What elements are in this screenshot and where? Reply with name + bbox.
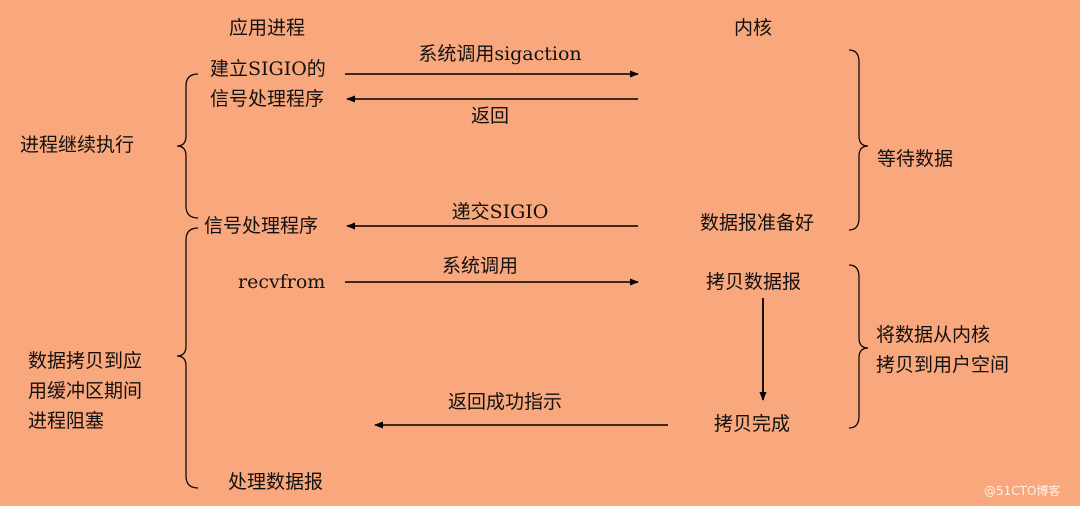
label-wait-data: 等待数据: [877, 148, 954, 170]
label-syscall: 系统调用: [441, 255, 518, 277]
label-process-blocked: 数据拷贝到应 用缓冲区期间 进程阻塞: [28, 346, 178, 436]
kernel-copy-datagram: 拷贝数据报: [706, 271, 802, 293]
label-process-blocked-line: 进程阻塞: [28, 410, 105, 432]
kernel-datagram-ready: 数据报准备好: [700, 212, 815, 234]
app-process-datagram: 处理数据报: [228, 471, 324, 493]
left-brace-blocked: [176, 227, 199, 489]
label-copy-to-user-line: 拷贝到用户空间: [876, 354, 1010, 376]
app-setup-handler: 建立SIGIO的 信号处理程序: [210, 54, 350, 114]
app-signal-handler: 信号处理程序: [204, 215, 319, 237]
label-copy-to-user-line: 将数据从内核: [876, 324, 991, 346]
header-app-process: 应用进程: [229, 17, 306, 39]
label-deliver-sigio: 递交SIGIO: [451, 201, 549, 223]
header-kernel: 内核: [734, 17, 773, 39]
app-setup-line: 信号处理程序: [210, 88, 325, 110]
label-return-success: 返回成功指示: [447, 391, 562, 413]
label-process-blocked-line: 用缓冲区期间: [28, 380, 143, 402]
label-return: 返回: [470, 105, 509, 127]
left-brace-continue: [176, 73, 199, 219]
right-brace-wait: [848, 49, 869, 231]
right-brace-copy: [848, 264, 869, 429]
label-copy-to-user: 将数据从内核 拷贝到用户空间: [876, 320, 1056, 380]
app-recvfrom: recvfrom: [238, 271, 326, 293]
label-syscall-sigaction: 系统调用sigaction: [418, 43, 582, 65]
label-process-continues: 进程继续执行: [20, 134, 135, 156]
label-process-blocked-line: 数据拷贝到应: [28, 350, 143, 372]
watermark: @51CTO博客: [984, 484, 1061, 498]
app-setup-line: 建立SIGIO的: [210, 58, 326, 80]
kernel-copy-complete: 拷贝完成: [714, 413, 791, 435]
